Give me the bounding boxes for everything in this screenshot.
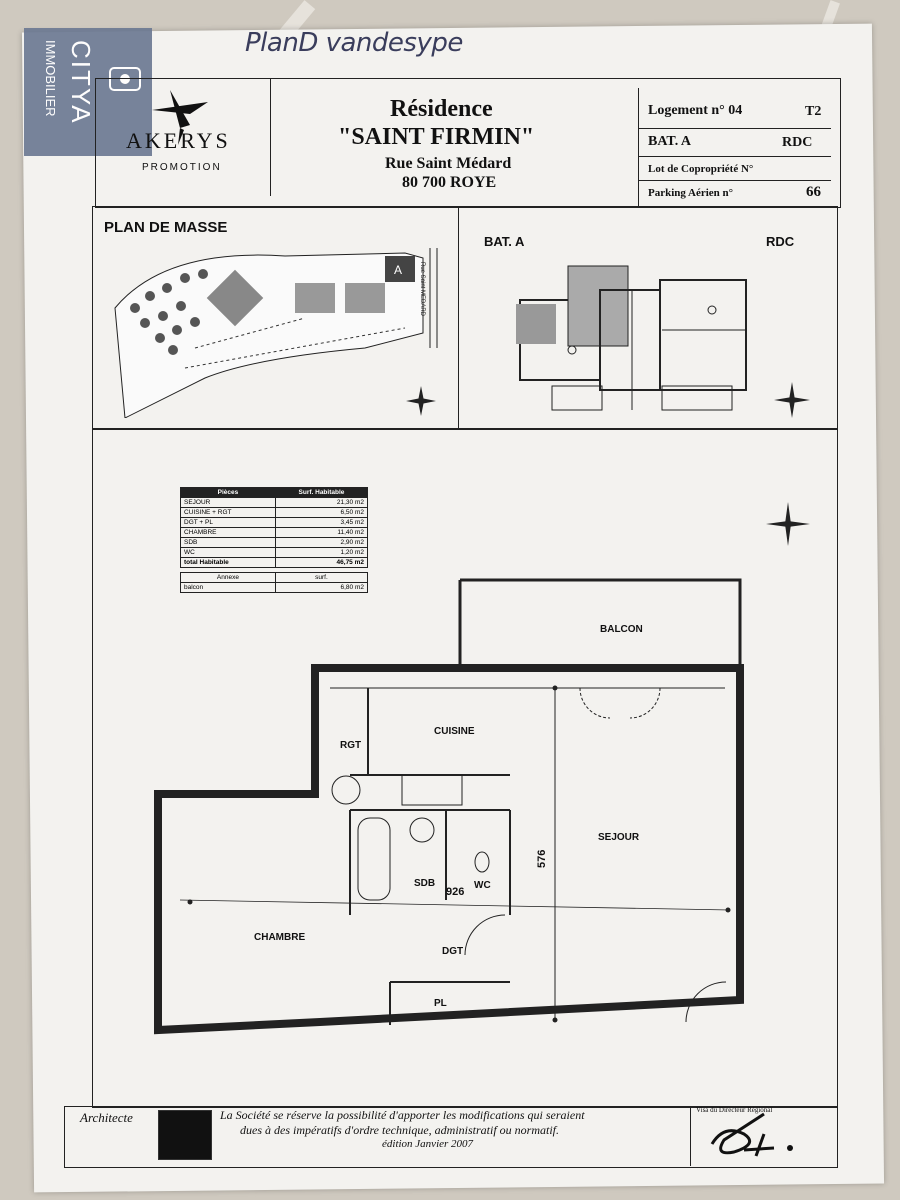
small-plan-level: RDC <box>766 234 795 249</box>
total-row: total Habitable 46,75 m2 <box>180 557 369 568</box>
citya-logo-name: CITYA <box>66 40 96 125</box>
signature <box>710 1112 793 1157</box>
table-row: WC 1,20 m2 <box>180 547 369 558</box>
room-area: 3,45 m2 <box>274 517 369 528</box>
annex-area: 6,80 m2 <box>274 582 369 593</box>
promoter-logo-name: AKERYS <box>126 128 231 153</box>
divider <box>638 128 831 129</box>
table-row: DGT + PL 3,45 m2 <box>180 517 369 528</box>
citya-logo-subtitle: IMMOBILIER <box>43 40 58 117</box>
room-name: CUISINE + RGT <box>180 507 276 518</box>
room-label-dgt: DGT <box>442 946 464 957</box>
residence-street: Rue Saint Médard <box>385 155 512 172</box>
site-building-marker: A <box>394 263 402 277</box>
logo-cell <box>95 78 271 196</box>
total-value: 46,75 m2 <box>274 557 369 568</box>
room-label-sdb: SDB <box>414 878 436 889</box>
plans-frame <box>92 206 838 430</box>
lot-info-cell <box>638 88 832 206</box>
dimension-horizontal: 926 <box>446 886 465 898</box>
dimension-vertical: 576 <box>536 849 548 868</box>
parking-number: 66 <box>806 184 821 200</box>
parking-label: Parking Aérien n° <box>648 187 734 199</box>
table-row: CUISINE + RGT 6,50 m2 <box>180 507 369 518</box>
compass-rose-icon <box>774 382 810 418</box>
room-area: 6,50 m2 <box>274 507 369 518</box>
room-label-sejour: SEJOUR <box>598 832 640 843</box>
room-area: 1,20 m2 <box>274 547 369 558</box>
architect-label: Architecte <box>80 1110 133 1125</box>
room-area: 21,30 m2 <box>274 497 369 508</box>
small-plan-bat: BAT. A <box>484 234 525 249</box>
divider <box>638 180 831 181</box>
room-name: WC <box>180 547 276 558</box>
table-row: SDB 2,90 m2 <box>180 537 369 548</box>
residence-title: Résidence <box>390 96 493 122</box>
room-name: DGT + PL <box>180 517 276 528</box>
room-label-cuisine: CUISINE <box>434 726 475 737</box>
logement-number: Logement n° 04 <box>648 103 743 118</box>
site-plan-drawing: A <box>114 248 438 418</box>
divider <box>638 156 831 157</box>
residence-city: 80 700 ROYE <box>402 174 497 191</box>
citya-logo-graphic: IMMOBILIER CITYA <box>43 40 141 125</box>
lot-bat: BAT. A <box>648 134 692 149</box>
lot-level: RDC <box>782 135 813 150</box>
logement-type: T2 <box>805 104 822 119</box>
table-row: CHAMBRE 11,40 m2 <box>180 527 369 538</box>
handwritten-note: PlanD vandesype <box>245 28 463 58</box>
akerys-star-icon <box>152 90 208 145</box>
room-label-wc: WC <box>474 880 491 891</box>
promoter-logo-sub: PROMOTION <box>142 162 222 173</box>
visa-label: Visa du Directeur Régional <box>696 1106 773 1114</box>
site-plan-title: PLAN DE MASSE <box>104 219 228 236</box>
disclaimer-line-1: La Société se réserve la possibilité d'a… <box>220 1108 585 1122</box>
surface-table: Pièces Surf. Habitable SEJOUR 21,30 m2 C… <box>180 487 369 593</box>
citya-logo: IMMOBILIER CITYA <box>24 28 152 156</box>
room-label-balcon: BALCON <box>600 624 643 635</box>
footer-divider <box>690 1106 691 1166</box>
room-label-rgt: RGT <box>340 740 362 751</box>
room-name: CHAMBRE <box>180 527 276 538</box>
footer-frame <box>64 1106 838 1168</box>
surface-header-room: Pièces <box>180 487 276 498</box>
table-row: SEJOUR 21,30 m2 <box>180 497 369 508</box>
plans-divider <box>458 206 459 428</box>
apartment-floor-plan <box>154 578 744 1035</box>
surface-header-area: Surf. Habitable <box>274 487 369 498</box>
room-area: 2,90 m2 <box>274 537 369 548</box>
room-area: 11,40 m2 <box>274 527 369 538</box>
total-label: total Habitable <box>180 557 276 568</box>
residence-name: "SAINT FIRMIN" <box>338 124 535 150</box>
apartment-plan-frame <box>92 428 838 1108</box>
table-row: balcon 6,80 m2 <box>180 582 369 593</box>
room-label-chambre: CHAMBRE <box>254 932 306 943</box>
building-floor-plan <box>516 265 747 411</box>
site-street-label: Rue Saint MEDARD <box>419 262 425 317</box>
copropriete-label: Lot de Copropriété N° <box>648 163 754 175</box>
room-label-pl: PL <box>434 998 447 1009</box>
edition-label: édition Janvier 2007 <box>382 1138 474 1150</box>
architect-logo <box>158 1110 212 1160</box>
compass-rose-icon <box>766 502 810 546</box>
room-name: SDB <box>180 537 276 548</box>
room-name: SEJOUR <box>180 497 276 508</box>
disclaimer-line-2: dues à des impératifs d'ordre technique,… <box>240 1123 559 1137</box>
compass-rose-icon <box>406 386 436 416</box>
header-frame <box>95 78 841 208</box>
